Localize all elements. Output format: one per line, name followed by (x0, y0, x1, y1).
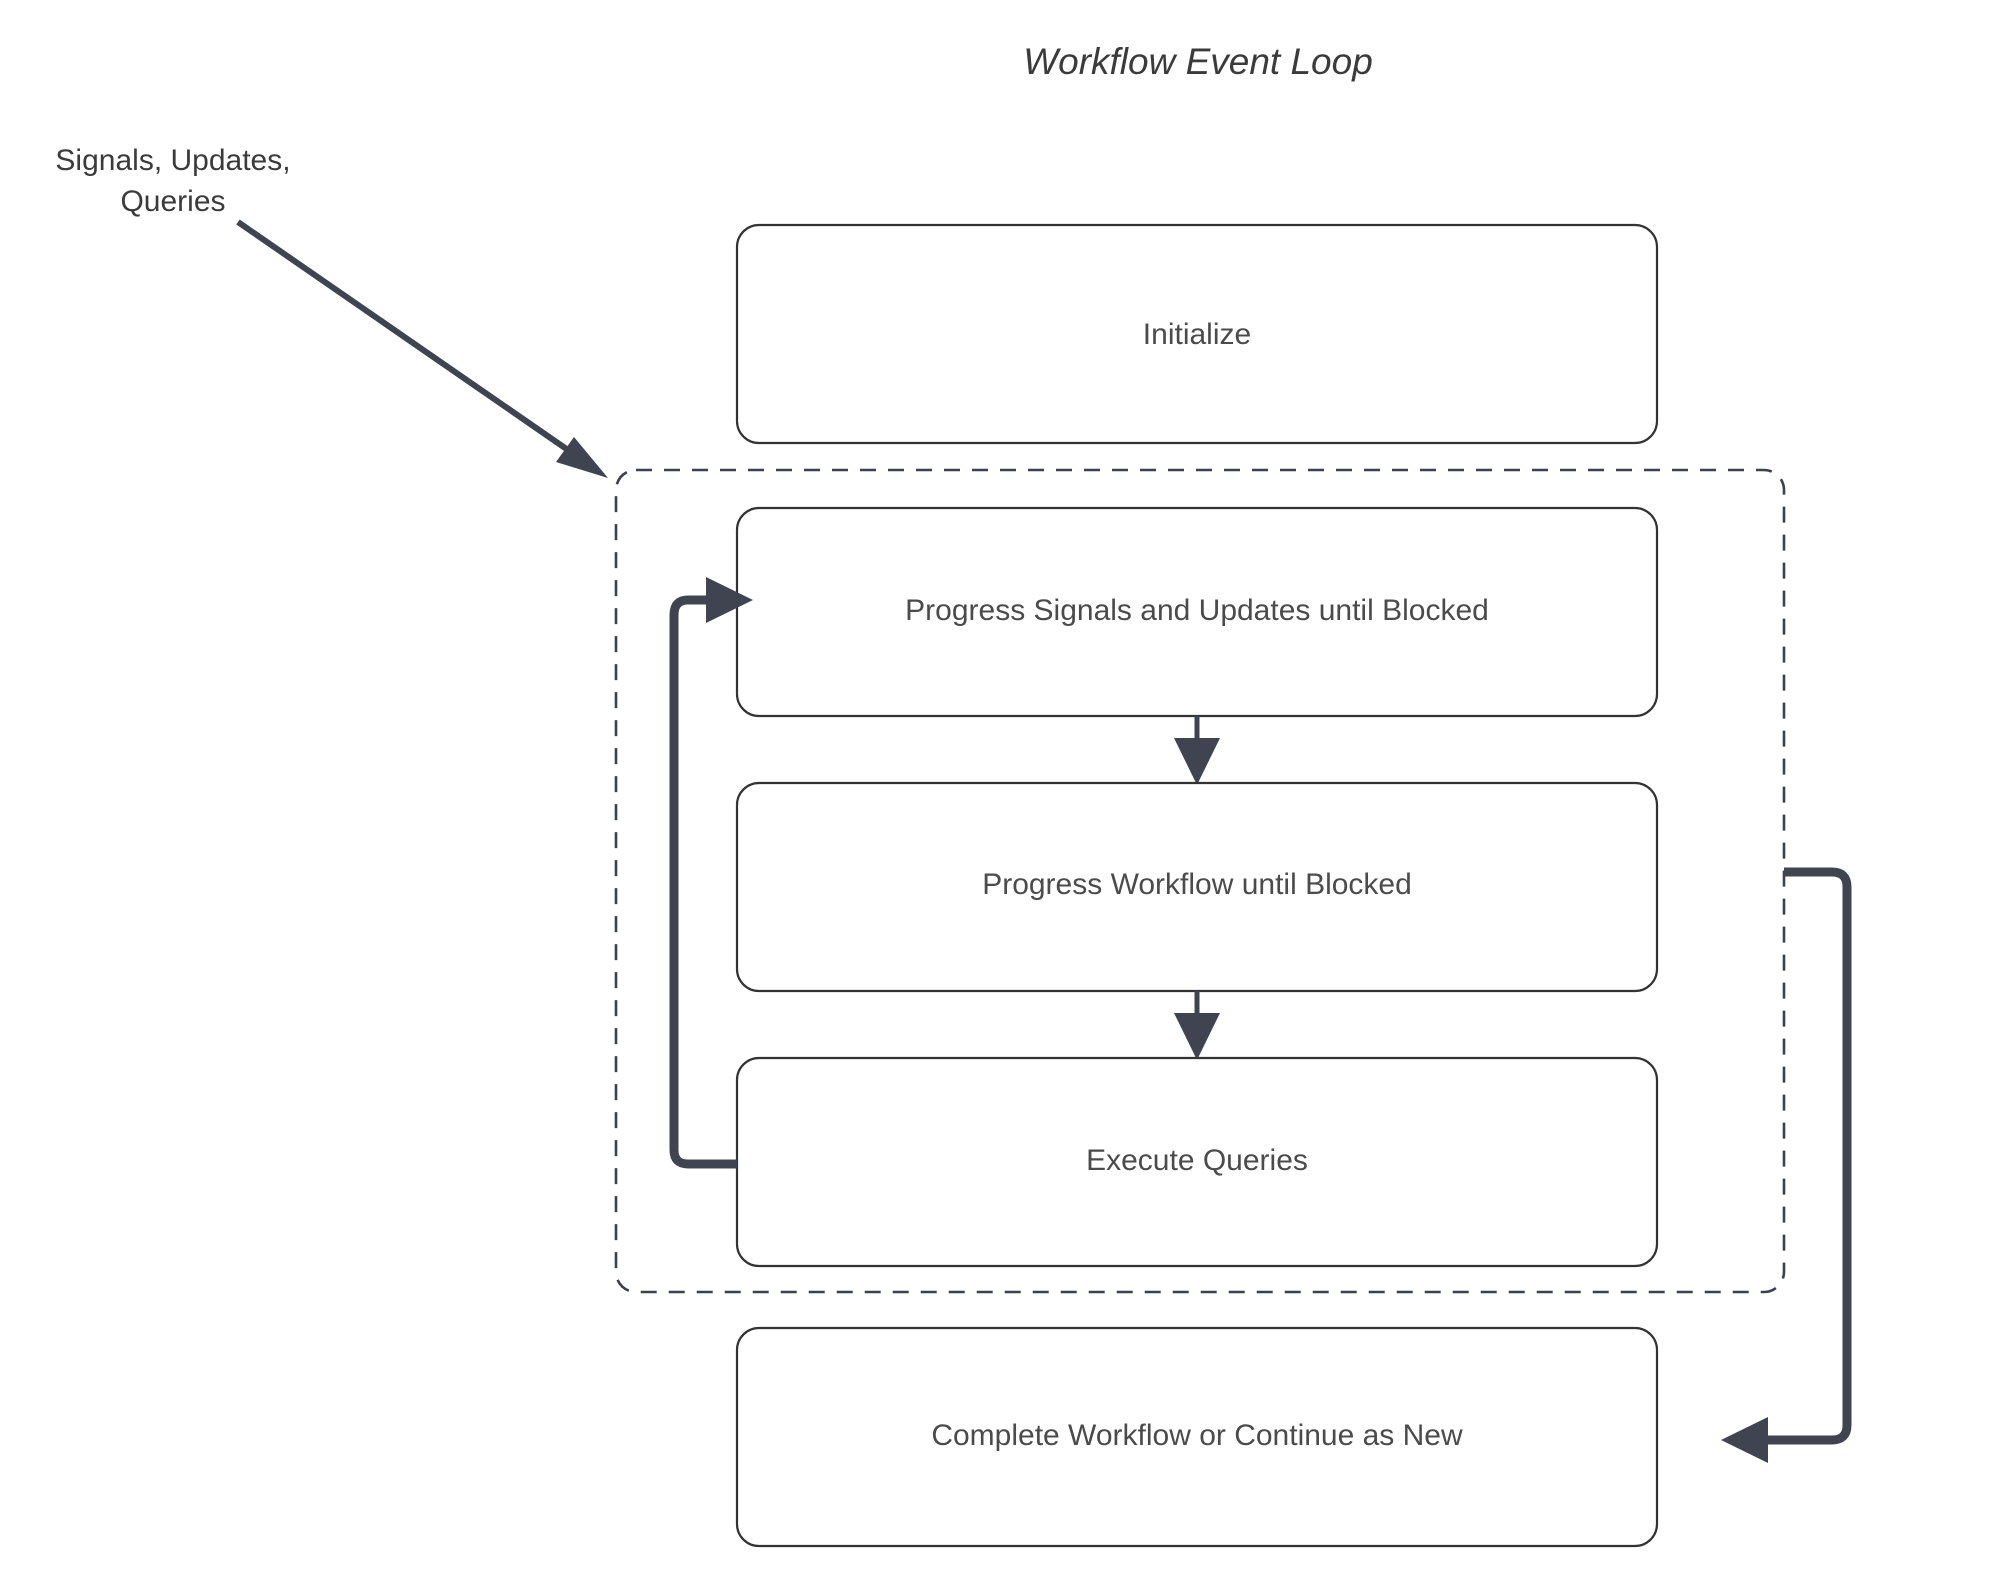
node-execute-queries[interactable]: Execute Queries (735, 1056, 1659, 1268)
arrow-loop-exit-line (1762, 867, 1852, 1445)
page-title: Workflow Event Loop (1023, 41, 1373, 82)
node-initialize-label: Initialize (1143, 318, 1251, 351)
node-progress-workflow-label: Progress Workflow until Blocked (982, 868, 1412, 901)
node-initialize[interactable]: Initialize (735, 223, 1659, 445)
node-complete-workflow-rect[interactable] (735, 1326, 1659, 1548)
node-progress-workflow[interactable]: Progress Workflow until Blocked (735, 781, 1659, 993)
node-initialize-rect[interactable] (735, 223, 1659, 445)
arrow-signals-to-workflow (1174, 716, 1220, 785)
event-loop-group-boundary (614, 468, 1786, 1294)
node-complete-workflow-label: Complete Workflow or Continue as New (931, 1419, 1463, 1452)
arrow-loop-back (669, 577, 753, 1169)
arrow-loop-back-head (706, 577, 753, 623)
external-input-line (236, 219, 596, 471)
arrow-signals-to-workflow-head (1174, 738, 1220, 785)
node-complete-workflow[interactable]: Complete Workflow or Continue as New (735, 1326, 1659, 1548)
arrow-loop-exit-head (1721, 1417, 1768, 1463)
external-input-label-line1: Signals, Updates, (55, 144, 290, 177)
external-input-arrow (236, 219, 608, 478)
external-input-arrowhead (556, 437, 608, 478)
node-progress-signals[interactable]: Progress Signals and Updates until Block… (735, 506, 1659, 718)
arrow-workflow-to-queries (1174, 991, 1220, 1060)
node-execute-queries-label: Execute Queries (1086, 1144, 1308, 1177)
arrow-workflow-to-queries-head (1174, 1013, 1220, 1060)
arrow-loop-back-line (669, 595, 737, 1169)
external-input-label-line2: Queries (120, 185, 225, 218)
node-progress-signals-label: Progress Signals and Updates until Block… (905, 594, 1489, 627)
arrow-loop-exit (1721, 867, 1852, 1463)
